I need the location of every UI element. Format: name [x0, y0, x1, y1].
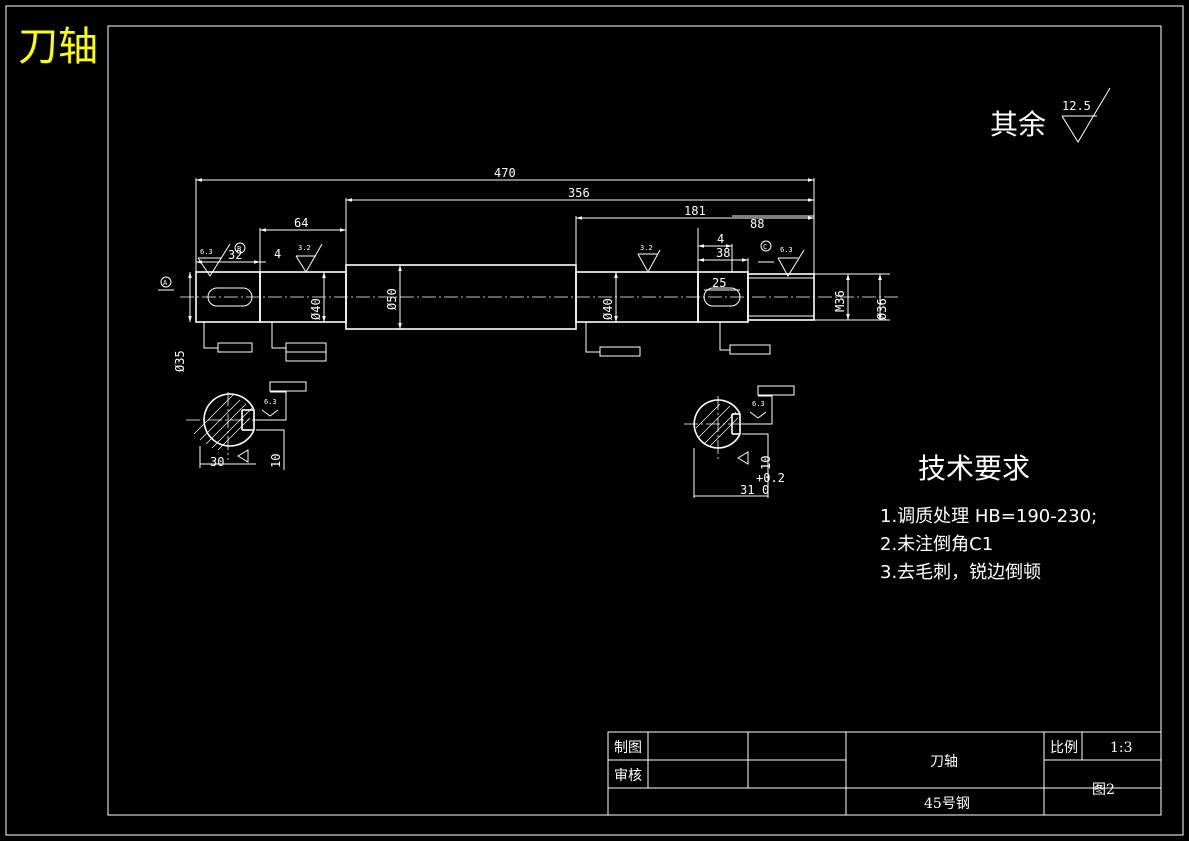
keyway-right	[703, 287, 741, 307]
dim-64: 64	[294, 216, 308, 230]
tech-item-2: 2.未注倒角C1	[880, 534, 993, 555]
section-view-right: 31 10 +0.2 0 6.3	[684, 385, 795, 498]
tb-scale-value: 1:3	[1110, 740, 1133, 756]
dim-32: 32	[228, 248, 242, 262]
drawing-title: 刀轴	[18, 24, 98, 70]
tb-drawn-label: 制图	[614, 740, 642, 756]
datum-c: C	[763, 243, 767, 251]
dim-356: 356	[568, 186, 590, 200]
shaft-main-view	[180, 264, 898, 330]
dim-25: 25	[712, 276, 726, 290]
roughness-1: 6.3	[200, 248, 213, 256]
dimensions: 470 356 181 88 64 32 4 4 38 25 Ø50 Ø40 Ø…	[173, 166, 890, 372]
surface-note-value: 12.5	[1062, 99, 1091, 113]
title-block: 制图 审核 刀轴 45号钢 比例 1:3 图2	[607, 731, 1162, 816]
keyway-left	[207, 287, 253, 307]
section-view-left: 30 10 6.3	[186, 381, 307, 470]
surface-note-label: 其余	[990, 108, 1046, 141]
roughness-6: 6.3	[752, 400, 765, 408]
shaft-thread	[747, 273, 815, 321]
roughness-2: 3.2	[298, 244, 311, 252]
section1-dim-10: 10	[269, 454, 283, 468]
dim-dia40-right: Ø40	[601, 298, 615, 320]
datum-markers: A B C	[158, 240, 774, 291]
roughness-5: 6.3	[264, 398, 277, 406]
dim-4-left: 4	[274, 247, 281, 261]
section2-dim-10: 10	[759, 456, 773, 470]
tb-scale-label: 比例	[1050, 740, 1078, 756]
dim-181: 181	[684, 204, 706, 218]
dim-dia50: Ø50	[385, 288, 399, 310]
section2-dim-31: 31	[740, 483, 754, 497]
roughness-symbols: 6.3 3.2 3.2 6.3	[197, 243, 805, 277]
dim-m36: M36	[833, 290, 847, 312]
dim-dia40-left: Ø40	[309, 298, 323, 320]
section2-tol-zero: 0	[762, 483, 769, 497]
dim-88: 88	[750, 217, 764, 231]
dim-38: 38	[716, 246, 730, 260]
datum-a: A	[163, 279, 168, 287]
dim-dia36: Ø36	[875, 298, 889, 320]
tech-item-3: 3.去毛刺，锐边倒顿	[880, 562, 1041, 583]
tb-drawing-no: 图2	[1092, 782, 1115, 798]
tolerance-frames	[203, 322, 771, 362]
tech-heading: 技术要求	[918, 452, 1030, 485]
tb-material: 45号钢	[924, 796, 970, 812]
datum-b: B	[237, 245, 241, 253]
tech-item-1: 1.调质处理 HB=190-230;	[880, 506, 1097, 527]
section1-dim-30: 30	[210, 455, 224, 469]
technical-requirements: 技术要求 1.调质处理 HB=190-230; 2.未注倒角C1 3.去毛刺，锐…	[880, 452, 1097, 583]
section2-tol-plus: +0.2	[756, 471, 785, 485]
roughness-3: 3.2	[640, 244, 653, 252]
dim-470: 470	[494, 166, 516, 180]
dim-dia35: Ø35	[173, 350, 187, 372]
roughness-4: 6.3	[780, 246, 793, 254]
tb-part-name: 刀轴	[930, 754, 958, 770]
dim-4-right: 4	[717, 232, 724, 246]
surface-finish-note: 其余 12.5	[990, 87, 1111, 143]
tb-checked-label: 审核	[614, 768, 642, 784]
outer-frame	[5, 5, 1184, 836]
